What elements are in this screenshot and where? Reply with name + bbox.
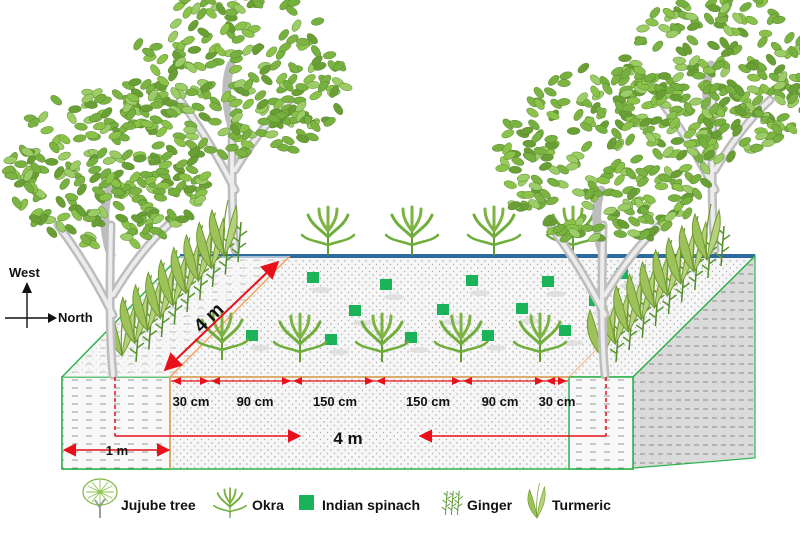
indian-spinach-square [542, 276, 554, 287]
legend-label-turmeric: Turmeric [552, 497, 611, 513]
dimension-arrows [62, 260, 606, 457]
jujube-tree-front-right [492, 62, 715, 375]
indian-spinach-square [466, 275, 478, 286]
width-label: 4 m [333, 429, 362, 448]
okra-icon [212, 487, 248, 519]
indian-spinach-square [325, 334, 337, 345]
spacing-label: 90 cm [237, 394, 274, 409]
indian-spinach-square [307, 272, 319, 283]
legend-label-ginger: Ginger [467, 497, 513, 513]
compass: West North [5, 265, 93, 328]
spacing-labels: 30 cm 90 cm 150 cm 150 cm 90 cm 30 cm [173, 394, 576, 409]
spacing-label: 30 cm [539, 394, 576, 409]
jujube-tree-front-left [1, 88, 213, 375]
jujube-tree-icon [82, 478, 118, 518]
spacing-label: 90 cm [482, 394, 519, 409]
compass-north-label: North [58, 310, 93, 325]
legend: Jujube tree Okra Indian spinach Ginger T… [82, 478, 611, 519]
legend-label-jujube-tree: Jujube tree [121, 497, 196, 513]
spacing-label: 150 cm [313, 394, 357, 409]
indian-spinach-square [349, 305, 361, 316]
spacing-label: 150 cm [406, 394, 450, 409]
compass-west-label: West [9, 265, 40, 280]
indian-spinach-icon [299, 495, 314, 510]
legend-label-indian-spinach: Indian spinach [322, 497, 420, 513]
indian-spinach-square [405, 332, 417, 343]
legend-label-okra: Okra [252, 497, 284, 513]
indian-spinach-square [380, 279, 392, 290]
indian-spinach-square [516, 303, 528, 314]
indian-spinach-square [437, 304, 449, 315]
ginger-icon [441, 490, 464, 516]
border-label: 1 m [106, 443, 128, 458]
turmeric-icon [527, 482, 546, 519]
indian-spinach-square [559, 325, 571, 336]
indian-spinach-square [482, 330, 494, 341]
spacing-label: 30 cm [173, 394, 210, 409]
